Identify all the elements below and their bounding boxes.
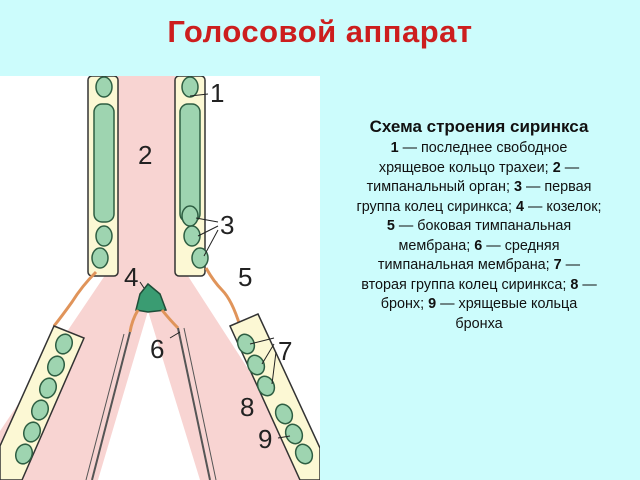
- legend-number: 6: [474, 237, 483, 254]
- legend-item-2: 2 — тимпанальный орган;: [367, 160, 580, 196]
- leader-line-7: [249, 337, 275, 345]
- label-8: 8: [240, 392, 254, 422]
- legend-item-9: 9 — хрящевые кольца бронха: [428, 296, 577, 332]
- bronchus-ring: [274, 403, 294, 425]
- trachea-ring: [95, 76, 113, 98]
- legend-item-8: 8 — бронх;: [381, 277, 597, 313]
- leader-line-1: [189, 93, 209, 97]
- medial-membrane-left: [128, 309, 140, 333]
- bronchus-ring: [30, 399, 50, 421]
- legend-number: 1: [390, 140, 399, 156]
- syrinx-svg: 1 2 3 4 5 6 7 8 9: [0, 76, 320, 480]
- label-2: 2: [138, 140, 152, 170]
- legend-description: — последнее свободное хрящевое кольцо тр…: [378, 140, 568, 176]
- label-9: 9: [258, 424, 272, 454]
- legend-item-1: 1 — последнее свободное хрящевое кольцо …: [379, 140, 568, 176]
- syrinx-ring-group1: [95, 225, 113, 247]
- trachea-ring: [181, 76, 199, 98]
- legend-number: 3: [513, 179, 522, 195]
- leader-line-3: [197, 225, 219, 237]
- legend-description: — бронх;: [380, 276, 597, 313]
- lateral-membrane-left: [52, 270, 98, 327]
- leader-line-7: [271, 351, 277, 385]
- legend-description: — средняя тимпанальная мембрана;: [377, 237, 560, 274]
- leader-line-3: [195, 217, 219, 223]
- legend-description: — хрящевые кольца бронха: [436, 296, 578, 332]
- leader-line-6: [169, 331, 181, 339]
- syrinx-caption: Схема строения сиринкса 1 — последнее св…: [356, 116, 602, 334]
- airway-lumen: [0, 76, 320, 480]
- tympanic-plate-left: [93, 103, 115, 223]
- leader-line-4: [139, 281, 145, 289]
- label-6: 6: [150, 334, 164, 364]
- label-7: 7: [278, 336, 292, 366]
- legend-item-3: 3 — первая группа колец сиринкса;: [356, 179, 591, 215]
- legend-item-7: 7 — вторая группа колец сиринкса;: [361, 257, 580, 293]
- bronchus-ring: [46, 355, 66, 377]
- legend-description: — боковая тимпанальная мембрана;: [394, 218, 572, 254]
- syrinx-ring-group1: [191, 247, 209, 269]
- legend-item-6: 6 — средняя тимпанальная мембрана;: [378, 238, 560, 274]
- caption-heading: Схема строения сиринкса: [369, 117, 589, 136]
- legend-description: — козелок;: [524, 198, 602, 215]
- legend-item-5: 5 — боковая тимпанальная мембрана;: [387, 218, 571, 254]
- bronchus-ring: [284, 423, 304, 445]
- legend-text: 1 — последнее свободное хрящевое кольцо …: [356, 139, 602, 334]
- syrinx-ring-group2: [236, 333, 256, 355]
- legend-number: 5: [386, 218, 395, 234]
- syrinx-ring-group1: [183, 225, 201, 247]
- legend-number: 2: [552, 159, 561, 176]
- bronchus-ring: [294, 443, 314, 465]
- bronchus-ring: [38, 377, 58, 399]
- bronchus-ring: [22, 421, 42, 443]
- pessulus: [135, 282, 168, 313]
- bronchus-ring: [54, 333, 74, 355]
- bronchus-ring: [14, 443, 34, 465]
- syrinx-ring-group2: [256, 375, 276, 397]
- label-5: 5: [238, 262, 252, 292]
- legend-number: 4: [516, 198, 525, 215]
- legend-description: — первая группа колец сиринкса;: [356, 179, 592, 215]
- legend-number: 9: [428, 296, 437, 312]
- label-1: 1: [210, 78, 224, 108]
- leader-line-3: [203, 229, 219, 257]
- label-3: 3: [220, 210, 234, 240]
- label-4: 4: [124, 262, 138, 292]
- slide-title: Голосовой аппарат: [167, 14, 473, 49]
- medial-membrane-right: [160, 309, 180, 330]
- legend-number: 7: [553, 257, 562, 273]
- legend-number: 8: [570, 276, 579, 293]
- left-bronchus-inner-wall: [91, 331, 131, 480]
- legend-description: — тимпанальный орган;: [366, 159, 580, 196]
- right-bronchus-inner-wall: [183, 327, 217, 480]
- syrinx-diagram: 1 2 3 4 5 6 7 8 9: [0, 76, 320, 480]
- syrinx-ring-group1: [181, 205, 199, 227]
- leader-line-7: [261, 343, 275, 365]
- legend-description: — вторая группа колец сиринкса;: [361, 257, 581, 293]
- legend-item-4: 4 — козелок;: [516, 199, 602, 215]
- lateral-membrane-right: [204, 267, 242, 327]
- leader-line-9: [277, 435, 291, 439]
- right-bronchus-inner-wall: [177, 327, 211, 480]
- syrinx-ring-group1: [91, 247, 109, 269]
- tympanic-plate-right: [179, 103, 201, 223]
- left-bronchus-inner-wall: [85, 333, 125, 480]
